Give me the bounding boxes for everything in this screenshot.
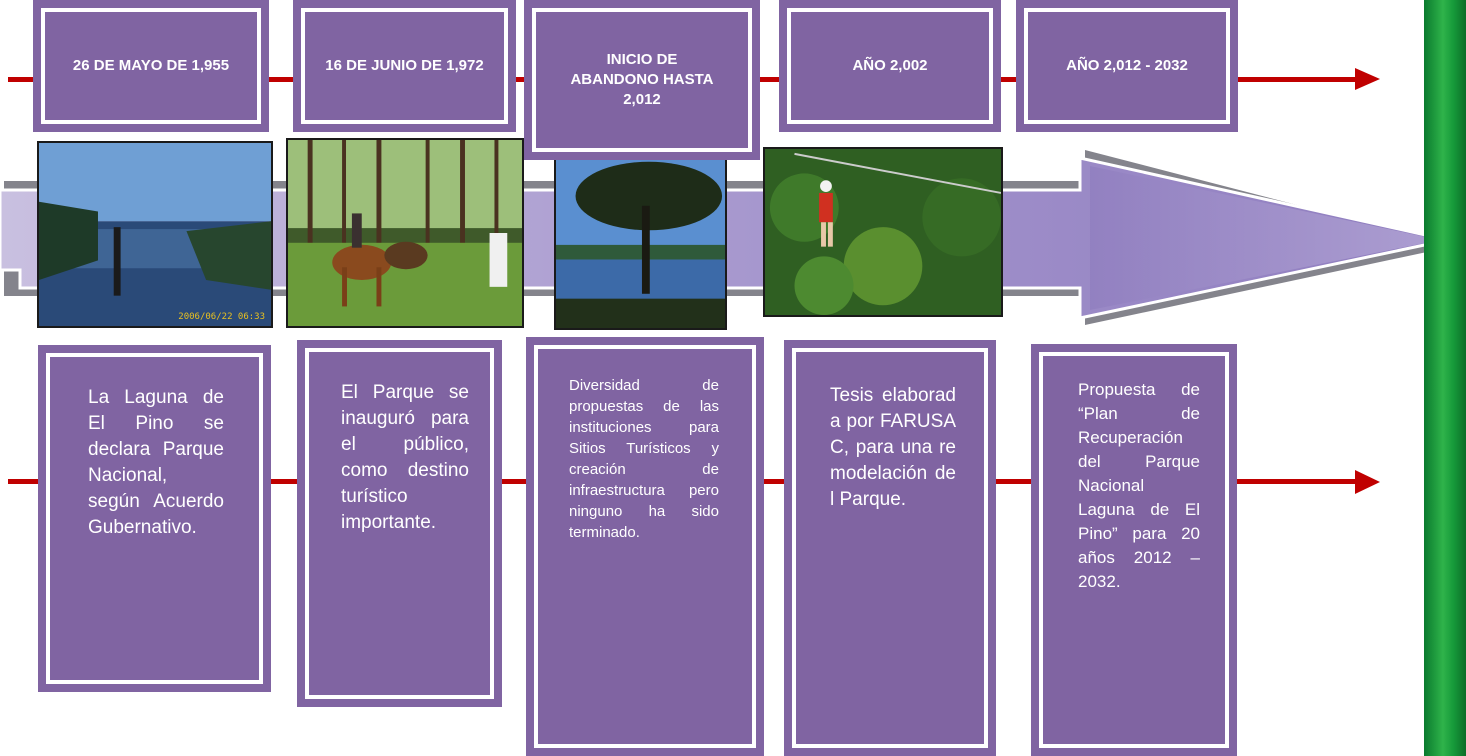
date-box-abandonment: INICIO DE ABANDONO HASTA 2,012	[524, 0, 760, 160]
date-label: INICIO DE ABANDONO HASTA 2,012	[570, 51, 714, 108]
photo-zipline-2002	[763, 147, 1003, 317]
photo-timestamp: 2006/06/22 06:33	[178, 312, 265, 322]
date-label: AÑO 2,012 - 2032	[1066, 57, 1188, 74]
description-box-1955: La Laguna de El Pino se declara Parque N…	[38, 345, 271, 692]
date-label: 16 DE JUNIO DE 1,972	[325, 57, 484, 74]
photo-horses-1972	[286, 138, 524, 328]
description-text: El Parque se inauguró para el público, c…	[341, 382, 469, 533]
photo-tree-abandonment	[554, 150, 727, 330]
date-label: 26 DE MAYO DE 1,955	[72, 57, 230, 74]
date-label: AÑO 2,002	[852, 57, 928, 74]
photo-lake-1955: 2006/06/22 06:33	[37, 141, 273, 328]
date-box-2012-2032: AÑO 2,012 - 2032	[1016, 0, 1238, 132]
date-box-1955: 26 DE MAYO DE 1,955	[33, 0, 269, 132]
red-arrow-icon	[1355, 470, 1380, 494]
description-box-abandonment: Diversidad de propuestas de las instituc…	[526, 337, 764, 756]
date-box-2002: AÑO 2,002	[779, 0, 1001, 132]
red-arrow-icon	[1355, 68, 1380, 90]
description-box-2012-2032: Propuesta de “Plan de Recuperación del P…	[1031, 344, 1237, 756]
description-text: La Laguna de El Pino se declara Parque N…	[88, 387, 224, 538]
description-text: Diversidad de propuestas de las instituc…	[569, 377, 719, 541]
description-box-2002: Tesis elaborada por FARUSAC, para una re…	[784, 340, 996, 756]
side-decoration-bar	[1424, 0, 1466, 756]
description-text: Tesis elaborada por FARUSAC, para una re…	[830, 385, 956, 510]
date-box-1972: 16 DE JUNIO DE 1,972	[293, 0, 516, 132]
description-text: Propuesta de “Plan de Recuperación del P…	[1078, 380, 1200, 591]
description-box-1972: El Parque se inauguró para el público, c…	[297, 340, 502, 707]
